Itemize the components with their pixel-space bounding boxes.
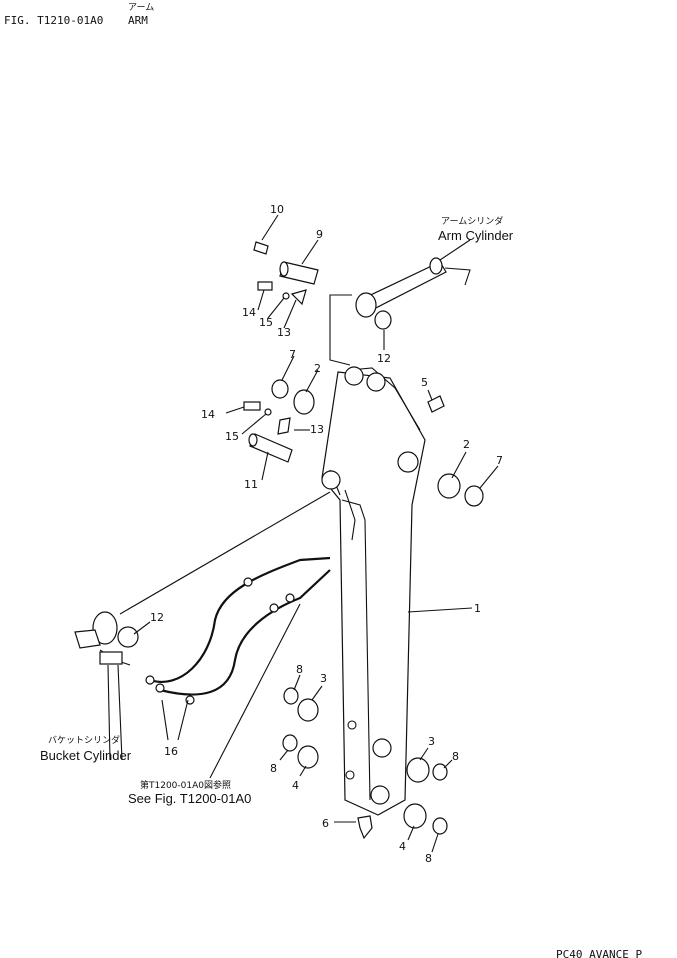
- bucket-cylinder: [74, 611, 131, 761]
- part-number: 14: [242, 306, 256, 319]
- bucket-cylinder-label: Bucket Cylinder: [40, 748, 132, 763]
- see-fig-jp: 第T1200-01A0図参照: [140, 779, 231, 791]
- part-number: 14: [201, 408, 215, 421]
- small-parts: [117, 241, 484, 840]
- part-number: 2: [314, 362, 321, 375]
- part-number: 15: [225, 430, 239, 443]
- part-number: 13: [310, 423, 324, 436]
- part-number: 10: [270, 203, 284, 216]
- arm-cylinder: [329, 257, 471, 366]
- part-number: 11: [244, 478, 258, 491]
- part-number: 6: [322, 817, 329, 830]
- part-number: 8: [296, 663, 303, 676]
- arm-body: [321, 366, 426, 816]
- see-fig-label: See Fig. T1200-01A0: [128, 791, 251, 806]
- part-number: 7: [496, 454, 503, 467]
- part-number: 3: [320, 672, 327, 685]
- part-number: 12: [377, 352, 391, 365]
- part-number: 7: [289, 348, 296, 361]
- part-number: 4: [399, 840, 406, 853]
- part-number: 1: [474, 602, 481, 615]
- hose-assembly: [145, 556, 331, 705]
- part-number: 9: [316, 228, 323, 241]
- part-number: 5: [421, 376, 428, 389]
- part-number: 13: [277, 326, 291, 339]
- leader-lines: [119, 214, 499, 853]
- footer-model: PC40 AVANCE P: [556, 948, 642, 958]
- part-number: 3: [428, 735, 435, 748]
- part-number: 16: [164, 745, 178, 758]
- part-number: 2: [463, 438, 470, 451]
- arm-cylinder-label: Arm Cylinder: [438, 228, 514, 243]
- figure-id: FIG. T1210-01A0: [4, 14, 103, 27]
- title-jp: アーム: [128, 2, 154, 13]
- part-number-labels: 10 9 14 15 13 7 2 14 15 13 11 12 5 2 7 1…: [150, 203, 503, 865]
- arm-cylinder-label-jp: アームシリンダ: [441, 215, 503, 227]
- part-number: 8: [425, 852, 432, 865]
- bucket-cylinder-label-jp: バケットシリンダ: [48, 734, 120, 746]
- part-number: 8: [270, 762, 277, 775]
- part-number: 4: [292, 779, 299, 792]
- part-number: 15: [259, 316, 273, 329]
- title-en: ARM: [128, 14, 148, 27]
- part-number: 8: [452, 750, 459, 763]
- part-number: 12: [150, 611, 164, 624]
